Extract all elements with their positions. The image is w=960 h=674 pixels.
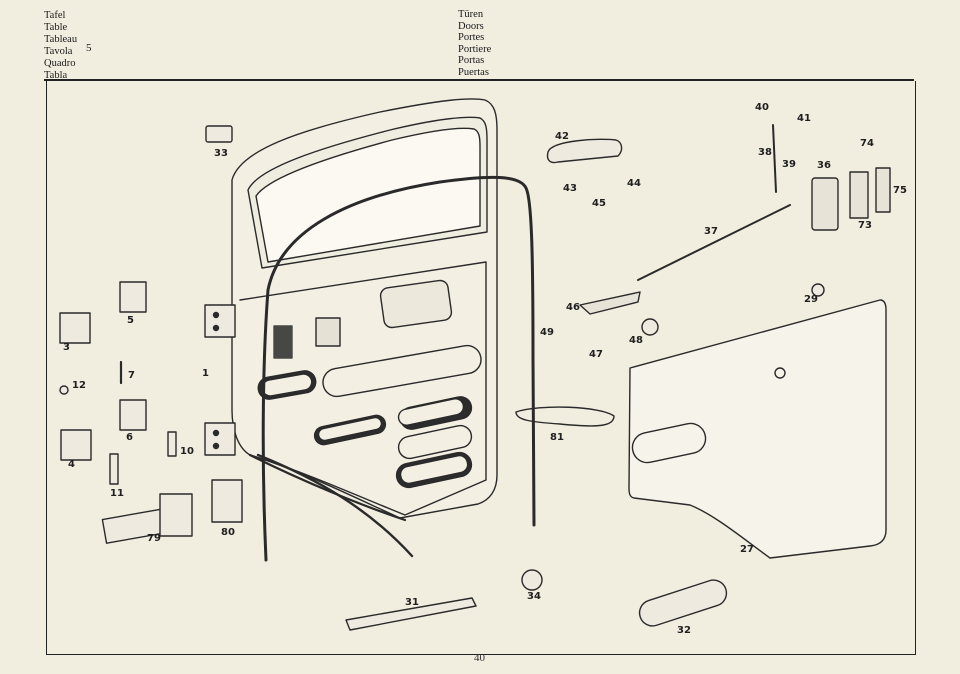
regulator-mechanism (579, 291, 641, 315)
section-label-list: Türen Doors Portes Portiere Portas Puert… (458, 9, 491, 78)
table-number: 5 (86, 42, 92, 54)
outer-handle (546, 138, 623, 164)
callout-43: 43 (563, 183, 577, 194)
table-label-list: Tafel Table Tableau Tavola Quadro Tabla (44, 10, 77, 82)
callout-73: 73 (858, 220, 872, 231)
callout-74: 74 (860, 138, 874, 149)
table-label: Table (44, 22, 68, 33)
section-label: Doors (458, 20, 484, 32)
check-block (211, 479, 243, 523)
callout-40: 40 (755, 102, 769, 113)
callout-38: 38 (758, 147, 772, 158)
sill-strip (345, 597, 477, 631)
callout-3: 3 (63, 342, 70, 353)
callout-12: 12 (72, 380, 86, 391)
callout-37: 37 (704, 226, 718, 237)
callout-27: 27 (740, 544, 754, 555)
lock-rod (772, 124, 777, 193)
header-rule (44, 79, 914, 81)
callout-1: 1 (202, 368, 209, 379)
section-label: Puertas (458, 66, 489, 78)
callout-11: 11 (110, 488, 124, 499)
callout-5: 5 (127, 315, 134, 326)
callout-29: 29 (804, 294, 818, 305)
callout-36: 36 (817, 160, 831, 171)
callout-46: 46 (566, 302, 580, 313)
callout-81: 81 (550, 432, 564, 443)
winder-rod (637, 204, 791, 281)
callout-41: 41 (797, 113, 811, 124)
callout-49: 49 (540, 327, 554, 338)
table-label: Tabla (44, 70, 68, 81)
knob (811, 283, 825, 297)
callout-79: 79 (147, 533, 161, 544)
section-label: Türen (458, 9, 484, 20)
check-strap (101, 493, 193, 544)
table-label: Tavola (44, 46, 73, 57)
table-label: Quadro (44, 58, 76, 69)
callout-6: 6 (126, 432, 133, 443)
callout-44: 44 (627, 178, 641, 189)
retainer-clip (849, 171, 869, 219)
door-seal (256, 175, 536, 562)
callout-75: 75 (893, 185, 907, 196)
callout-47: 47 (589, 349, 603, 360)
plug (521, 569, 543, 591)
page-number: 40 (474, 652, 485, 664)
callout-32: 32 (677, 625, 691, 636)
trim-panel-handle-slot (631, 422, 707, 464)
callout-80: 80 (221, 527, 235, 538)
trim-panel-hole (774, 367, 786, 379)
table-label: Tafel (44, 10, 66, 21)
callout-4: 4 (68, 459, 75, 470)
table-label: Tableau (44, 34, 78, 45)
section-label: Portas (458, 55, 485, 66)
callout-39: 39 (782, 159, 796, 170)
grommet (641, 318, 659, 336)
loose-hinge-parts (59, 281, 177, 485)
section-label: Portes (458, 32, 485, 43)
striker-plate (875, 167, 891, 213)
callout-48: 48 (629, 335, 643, 346)
callout-31: 31 (405, 597, 419, 608)
callout-10: 10 (180, 446, 194, 457)
handle-recess (638, 579, 728, 627)
callout-7: 7 (128, 370, 135, 381)
diagram-frame (46, 81, 916, 655)
callout-33: 33 (214, 148, 228, 159)
lock-assembly (811, 177, 839, 231)
section-label: Portiere (458, 43, 492, 55)
door-shell (231, 98, 498, 522)
callout-34: 34 (527, 591, 541, 602)
trim-panel (628, 299, 887, 559)
armrest-bracket (515, 406, 615, 427)
callout-42: 42 (555, 131, 569, 142)
door-bumper (205, 125, 233, 143)
door-hinges (204, 304, 236, 456)
callout-45: 45 (592, 198, 606, 209)
